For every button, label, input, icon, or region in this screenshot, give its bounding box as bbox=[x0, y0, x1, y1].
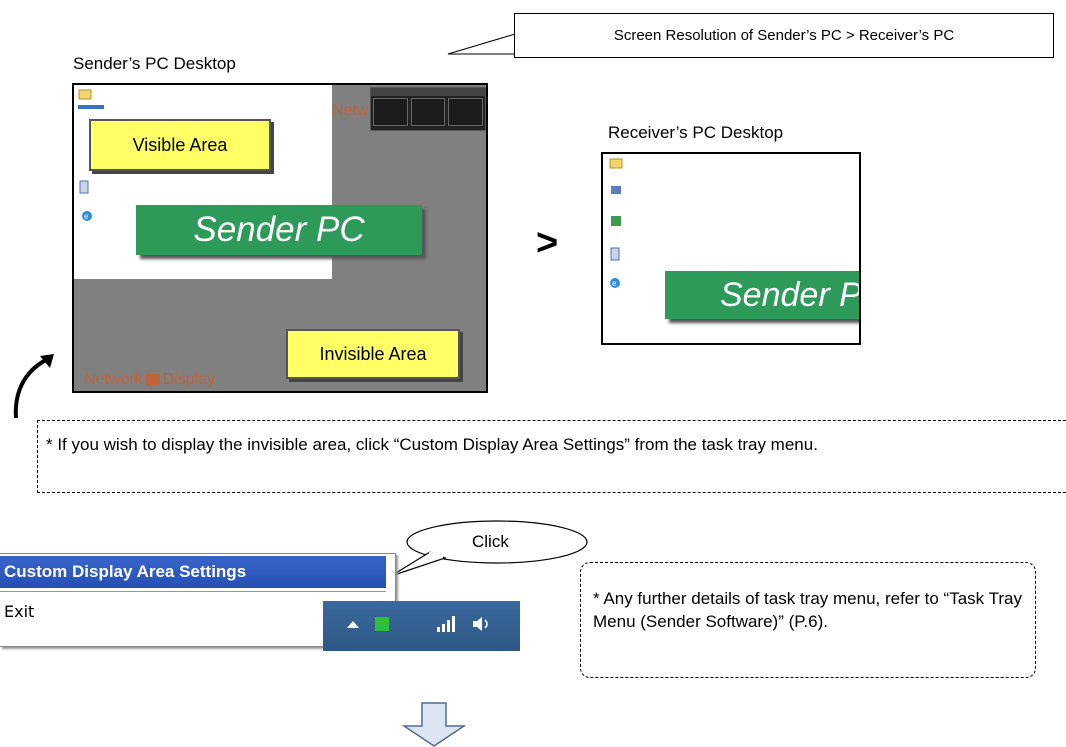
down-arrow-icon bbox=[401, 702, 467, 747]
network-display-tray-icon[interactable] bbox=[375, 617, 389, 631]
network-icon bbox=[609, 214, 623, 232]
signal-icon[interactable] bbox=[435, 615, 457, 633]
show-hidden-icons-arrow-icon[interactable] bbox=[347, 621, 359, 628]
volume-icon[interactable] bbox=[471, 615, 491, 633]
recycle-bin-icon bbox=[78, 180, 90, 199]
taskbar-tray bbox=[323, 601, 520, 651]
watermark-top: Netw bbox=[332, 102, 369, 119]
receiver-banner: Sender P bbox=[665, 271, 859, 319]
toolbar-button-2[interactable] bbox=[410, 98, 446, 126]
folder-icon bbox=[78, 87, 104, 109]
folder-icon bbox=[609, 156, 623, 174]
sender-toolbar-window bbox=[370, 87, 486, 131]
callout-pointer bbox=[447, 33, 516, 55]
invisible-area-note-text: * If you wish to display the invisible a… bbox=[46, 435, 818, 454]
resolution-callout-text: Screen Resolution of Sender’s PC > Recei… bbox=[613, 27, 955, 44]
monitor-icon bbox=[145, 374, 160, 386]
click-bubble bbox=[390, 520, 588, 577]
toolbar-button-3[interactable] bbox=[448, 98, 484, 126]
invisible-area-note: * If you wish to display the invisible a… bbox=[37, 420, 1066, 493]
exit-menu-item[interactable]: Exit bbox=[4, 602, 35, 621]
visible-area-label: Visible Area bbox=[89, 119, 271, 171]
click-bubble-text: Click bbox=[472, 532, 509, 551]
watermark-word-2: Display bbox=[162, 371, 216, 388]
custom-display-area-settings-item[interactable]: Custom Display Area Settings bbox=[0, 556, 386, 588]
sender-desktop: e Visible Area Sender PC Invisible Area … bbox=[72, 83, 488, 393]
ie-icon: e bbox=[81, 209, 93, 227]
sender-banner: Sender PC bbox=[136, 205, 422, 255]
svg-text:e: e bbox=[84, 212, 89, 221]
ie-icon: e bbox=[609, 276, 621, 294]
menu-divider bbox=[0, 591, 386, 592]
watermark-word-1: Network bbox=[84, 371, 143, 388]
toolbar-button-1[interactable] bbox=[373, 98, 408, 126]
curved-arrow-icon bbox=[13, 354, 54, 419]
recycle-bin-icon bbox=[609, 247, 621, 266]
receiver-desktop: e Sender P bbox=[601, 152, 861, 345]
tray-menu-details-note: * Any further details of task tray menu,… bbox=[580, 562, 1036, 678]
greater-than-symbol: > bbox=[536, 222, 559, 264]
tray-menu-details-text: * Any further details of task tray menu,… bbox=[593, 589, 1022, 631]
computer-icon bbox=[609, 184, 623, 202]
svg-text:e: e bbox=[612, 279, 617, 288]
network-display-watermark: Network Display bbox=[84, 371, 215, 389]
resolution-callout: Screen Resolution of Sender’s PC > Recei… bbox=[514, 13, 1054, 58]
receiver-desktop-caption: Receiver’s PC Desktop bbox=[608, 123, 784, 142]
sender-desktop-caption: Sender’s PC Desktop bbox=[73, 54, 236, 73]
invisible-area-label: Invisible Area bbox=[286, 329, 460, 379]
